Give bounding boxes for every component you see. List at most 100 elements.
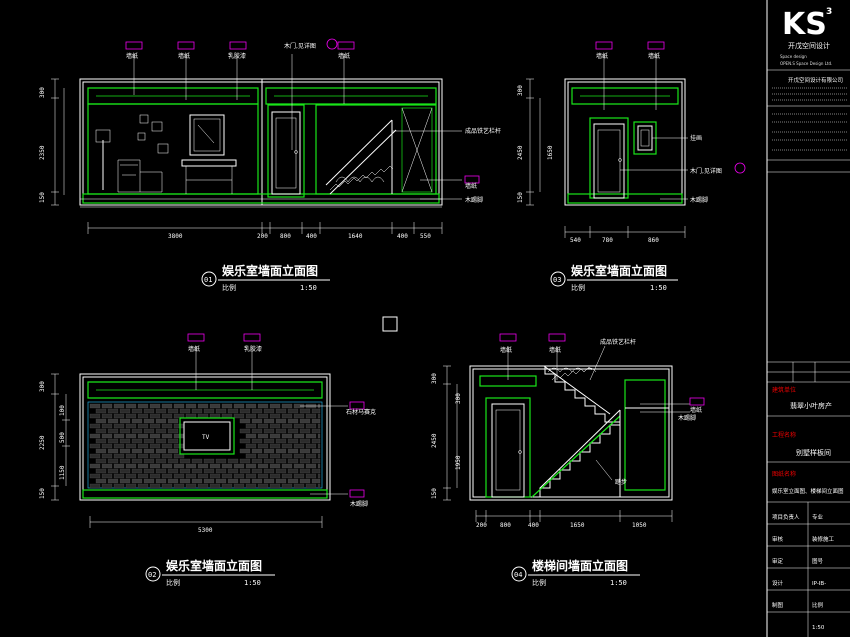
mosaic-tile xyxy=(317,483,321,489)
d2-dim-l4: 100 xyxy=(59,405,66,416)
mosaic-tile xyxy=(269,443,281,449)
elevation-01-labels: 墙纸 墙纸 乳胶漆 木门,见详图 墙纸 成品铁艺栏杆 墙纸 木踢脚 xyxy=(125,38,501,204)
mosaic-tile xyxy=(161,423,173,429)
mosaic-tile xyxy=(167,438,179,444)
mosaic-tile xyxy=(131,468,143,474)
mosaic-tile xyxy=(191,468,203,474)
d4-dim-l4: 150 xyxy=(431,488,438,499)
mosaic-tile xyxy=(221,483,233,489)
elevation-01-dims: 3800 200 800 400 1640 400 550 300 2350 1… xyxy=(39,87,431,240)
mosaic-tile xyxy=(281,423,293,429)
mosaic-tile xyxy=(209,483,221,489)
mosaic-tile xyxy=(143,448,155,454)
d4-dim-b1: 800 xyxy=(500,522,511,529)
mosaic-tile xyxy=(149,443,161,449)
drawing-title-text-03: 娱乐室墙面立面图 xyxy=(571,263,667,278)
mosaic-tile xyxy=(137,433,149,439)
mosaic-tile xyxy=(131,458,143,464)
mosaic-tile xyxy=(131,408,143,414)
mosaic-tile xyxy=(155,468,167,474)
mosaic-tile xyxy=(119,408,131,414)
drawing-scale-label-04: 比例 xyxy=(532,578,546,587)
mosaic-tile xyxy=(95,478,107,484)
mosaic-tile xyxy=(191,458,203,464)
mosaic-tile xyxy=(149,413,161,419)
drawing-scale-04: 1:50 xyxy=(610,579,627,587)
mosaic-tile xyxy=(281,433,293,439)
d3-label-1: 墙纸 xyxy=(596,52,608,60)
d3-dim-l1: 2450 xyxy=(517,145,524,160)
d2-label-4: 木踢脚 xyxy=(350,500,368,508)
mosaic-tile xyxy=(113,453,125,459)
mosaic-tile xyxy=(89,473,101,479)
d3-label-3: 挂画 xyxy=(690,134,702,142)
mosaic-tile xyxy=(149,403,161,409)
scale-value: 1:50 xyxy=(812,625,825,631)
title-block: KS 3 开戊空间设计 Space design OPEN.S Space De… xyxy=(766,0,850,637)
mosaic-tile xyxy=(251,408,263,414)
drawing-title-text-04: 楼梯间墙面立面图 xyxy=(532,558,628,573)
mosaic-tile xyxy=(125,403,137,409)
mosaic-tile xyxy=(275,448,287,454)
mosaic-tile xyxy=(257,403,269,409)
mosaic-tile xyxy=(251,428,263,434)
mosaic-tile xyxy=(293,483,305,489)
mosaic-tile xyxy=(173,403,185,409)
review-label: 审定 xyxy=(772,557,784,565)
mosaic-tile xyxy=(149,473,161,479)
mosaic-tile xyxy=(125,413,137,419)
d4-dim-l1: 300 xyxy=(455,393,462,404)
mosaic-tile xyxy=(125,473,137,479)
mosaic-tile xyxy=(293,423,305,429)
d1-label-8: 木踢脚 xyxy=(465,196,483,204)
mosaic-tile xyxy=(263,458,275,464)
mosaic-tile xyxy=(173,483,185,489)
design-label: 设计 xyxy=(772,579,784,587)
d4-dim-l0: 300 xyxy=(431,373,438,384)
mosaic-tile xyxy=(245,483,257,489)
d4-label-1: 墙纸 xyxy=(500,346,512,354)
dept-value: 装修施工 xyxy=(812,535,835,543)
mosaic-tile xyxy=(239,468,251,474)
svg-text:TV: TV xyxy=(202,434,210,441)
drawing-scale-label-01: 比例 xyxy=(222,283,236,292)
mosaic-tile xyxy=(203,408,215,414)
d1-dim-b2: 800 xyxy=(280,233,291,240)
mosaic-tile xyxy=(161,413,173,419)
mosaic-tile xyxy=(257,463,269,469)
mosaic-tile xyxy=(293,453,305,459)
mosaic-tile xyxy=(221,473,233,479)
mosaic-tile xyxy=(281,483,293,489)
mosaic-tile xyxy=(113,483,125,489)
designer-label: 项目负责人 xyxy=(772,513,800,521)
mosaic-tile xyxy=(173,423,185,429)
mosaic-tile xyxy=(155,428,167,434)
d2-label-1: 墙纸 xyxy=(188,345,200,353)
mosaic-tile xyxy=(155,438,167,444)
mosaic-tile xyxy=(209,403,221,409)
mosaic-tile xyxy=(215,478,227,484)
drawing-name-label: 图纸名称 xyxy=(772,470,796,478)
mosaic-tile xyxy=(167,418,179,424)
mosaic-tile xyxy=(299,468,311,474)
mosaic-tile xyxy=(89,433,101,439)
d3-dim-l2: 1650 xyxy=(547,145,554,160)
d4-label-5: 木踢脚 xyxy=(678,414,696,422)
mosaic-tile xyxy=(305,463,317,469)
mosaic-tile xyxy=(161,403,173,409)
drawing-title-04: 04 楼梯间墙面立面图 比例 1:50 xyxy=(511,558,640,587)
mosaic-tile xyxy=(167,408,179,414)
mosaic-tile xyxy=(239,448,251,454)
mosaic-tile xyxy=(113,473,125,479)
mosaic-tile xyxy=(299,448,311,454)
mosaic-tile xyxy=(257,453,269,459)
drawing-title-03: 03 娱乐室墙面立面图 比例 1:50 xyxy=(550,263,678,292)
d2-dim-l3: 500 xyxy=(59,432,66,443)
mosaic-tile xyxy=(203,478,215,484)
mosaic-tile xyxy=(173,473,185,479)
mosaic-tile xyxy=(173,433,185,439)
d4-dim-b3: 1650 xyxy=(570,522,585,529)
mosaic-tile xyxy=(89,423,101,429)
elevation-04 xyxy=(443,345,690,522)
